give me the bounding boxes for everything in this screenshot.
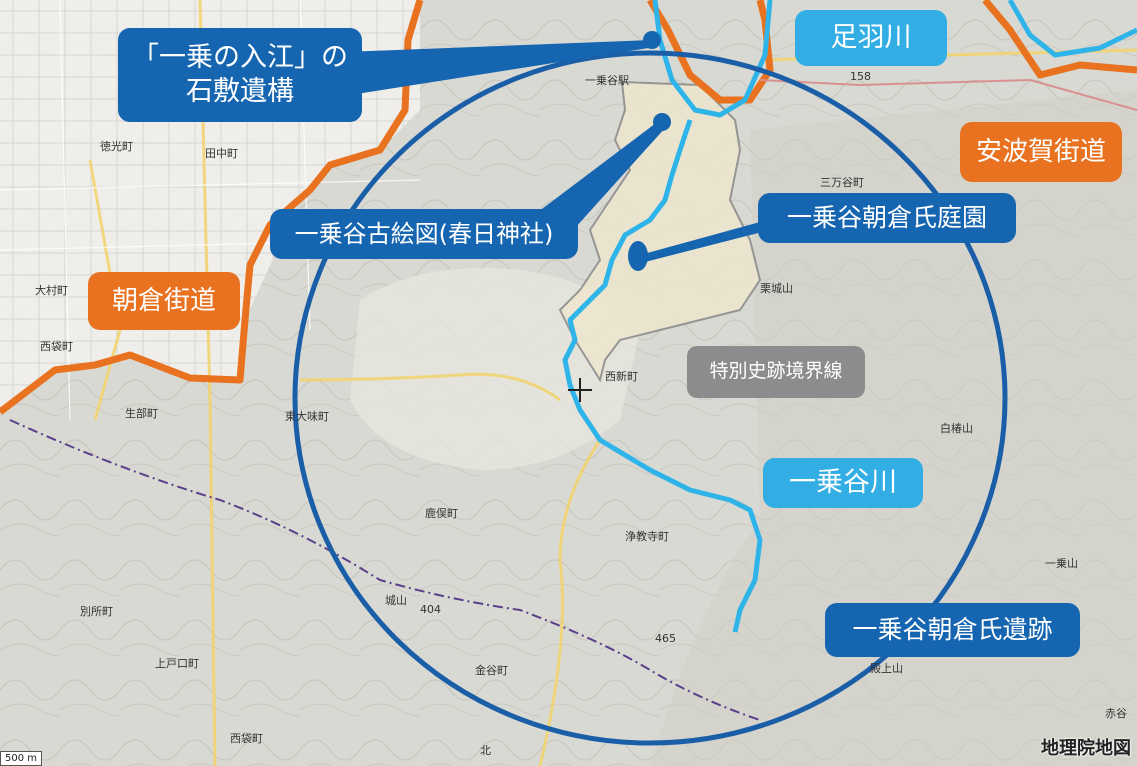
ichijodani-river-callout: 一乗谷川 <box>763 458 923 508</box>
ruins-extent-ellipse <box>292 50 1008 746</box>
place-label: 西袋町 <box>230 732 263 745</box>
boundary-callout: 特別史跡境界線 <box>687 346 865 398</box>
place-label: 西新町 <box>605 370 638 383</box>
garden-marker <box>628 241 648 271</box>
ezu-callout: 一乗谷古絵図(春日神社) <box>270 209 578 259</box>
place-label: 金谷町 <box>475 664 508 677</box>
irie-pointer <box>345 40 655 95</box>
awaga-kaido-road <box>982 0 1137 79</box>
map-attribution: 地理院地図 <box>1041 738 1131 759</box>
place-label: 白椿山 <box>940 422 973 435</box>
ezu-pointer <box>530 120 666 228</box>
place-label: 田中町 <box>205 147 238 160</box>
place-label: 大村町 <box>35 284 68 297</box>
irie-marker <box>643 31 661 49</box>
asakura-kaido-callout: 朝倉街道 <box>88 272 240 330</box>
asuwa-river <box>652 0 773 118</box>
place-label: 上戸口町 <box>155 657 199 670</box>
garden-callout: 一乗谷朝倉氏庭園 <box>758 193 1016 243</box>
awaga-kaido-callout: 安波賀街道 <box>960 122 1122 182</box>
place-label: 西袋町 <box>40 340 73 353</box>
asuwa-river-callout: 足羽川 <box>795 10 947 66</box>
garden-pointer <box>640 222 762 262</box>
place-label: 鹿俣町 <box>425 507 458 520</box>
place-label: 栗城山 <box>760 282 793 295</box>
scale-bar: 500 m <box>0 751 43 766</box>
place-label: 158 <box>850 70 871 83</box>
place-label: 殿上山 <box>870 662 903 675</box>
place-label: 東大味町 <box>285 410 329 423</box>
irie-callout: 「一乗の入江」の 石敷遺構 <box>118 28 362 122</box>
ezu-marker <box>653 113 671 131</box>
place-label: 465 <box>655 632 676 645</box>
ruins-callout: 一乗谷朝倉氏遺跡 <box>825 603 1080 657</box>
place-label: 生部町 <box>125 407 158 420</box>
place-label: 浄教寺町 <box>625 530 669 543</box>
place-label: 北 <box>480 744 491 757</box>
asakura-kaido-road <box>0 0 424 415</box>
place-label: 城山 <box>385 594 407 607</box>
place-label: 赤谷 <box>1105 707 1127 720</box>
irie-callout-line1: 「一乗の入江」の <box>132 42 348 74</box>
place-label: 404 <box>420 603 441 616</box>
place-label: 徳光町 <box>100 140 133 153</box>
place-label: 一乗谷駅 <box>585 74 629 87</box>
place-label: 別所町 <box>80 605 113 618</box>
place-label: 三万谷町 <box>820 176 864 189</box>
historic-site-boundary <box>558 80 762 383</box>
irie-callout-line2: 石敷遺構 <box>186 76 294 107</box>
place-label: 一乗山 <box>1045 557 1078 570</box>
ichijodani-river <box>562 119 763 633</box>
